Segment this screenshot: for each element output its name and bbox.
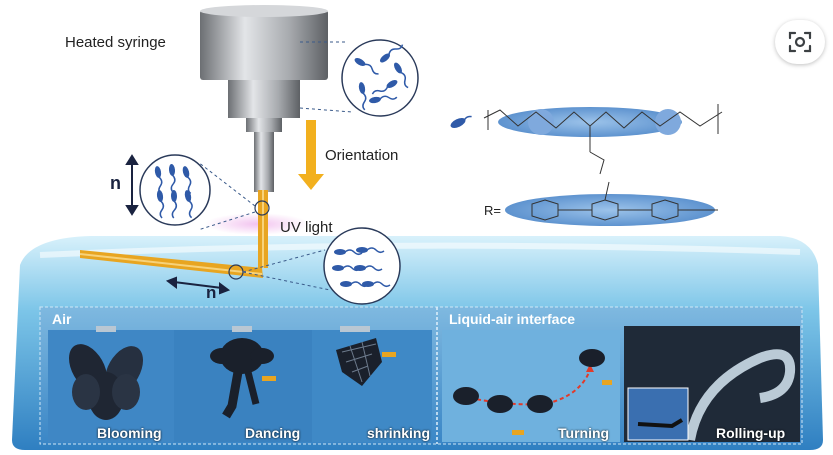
- director-arrow-vertical: [125, 154, 139, 216]
- caption-blooming: Blooming: [97, 425, 162, 441]
- molecule-r-group: [505, 181, 718, 226]
- caption-turning: Turning: [558, 425, 610, 441]
- lens-icon: [788, 31, 812, 53]
- printed-fiber: [79, 190, 268, 278]
- air-photos: [48, 326, 432, 442]
- director-label-vertical: n: [110, 173, 121, 193]
- visual-search-button[interactable]: [775, 20, 825, 64]
- syringe-icon: [200, 5, 328, 192]
- director-arrow-horizontal: [165, 276, 231, 295]
- water-surface-glare: [39, 242, 801, 258]
- mesogen-icon: [450, 115, 472, 128]
- air-panel-title: Air: [52, 311, 72, 327]
- zoom-circle-fiber: [323, 227, 401, 305]
- uv-glow: [205, 213, 309, 235]
- liquid-air-photos: [442, 326, 800, 442]
- caption-rolling-up: Rolling-up: [716, 425, 786, 441]
- zoom-circle-nozzle: [139, 154, 211, 226]
- liquid-air-panel-title: Liquid-air interface: [449, 311, 576, 327]
- orientation-label: Orientation: [325, 147, 399, 164]
- down-arrow-icon: [298, 120, 324, 190]
- r-group-label: R=: [484, 203, 501, 218]
- director-label-horizontal: n: [206, 283, 217, 302]
- zoom-ring-nozzle: [254, 200, 270, 216]
- molecule-main-chain: [483, 104, 723, 175]
- caption-shrinking: shrinking: [367, 425, 431, 441]
- zoom-circle-syringe: [341, 39, 419, 117]
- caption-dancing: Dancing: [245, 425, 301, 441]
- uv-light-label: UV light: [280, 219, 333, 236]
- heated-syringe-label: Heated syringe: [65, 34, 166, 51]
